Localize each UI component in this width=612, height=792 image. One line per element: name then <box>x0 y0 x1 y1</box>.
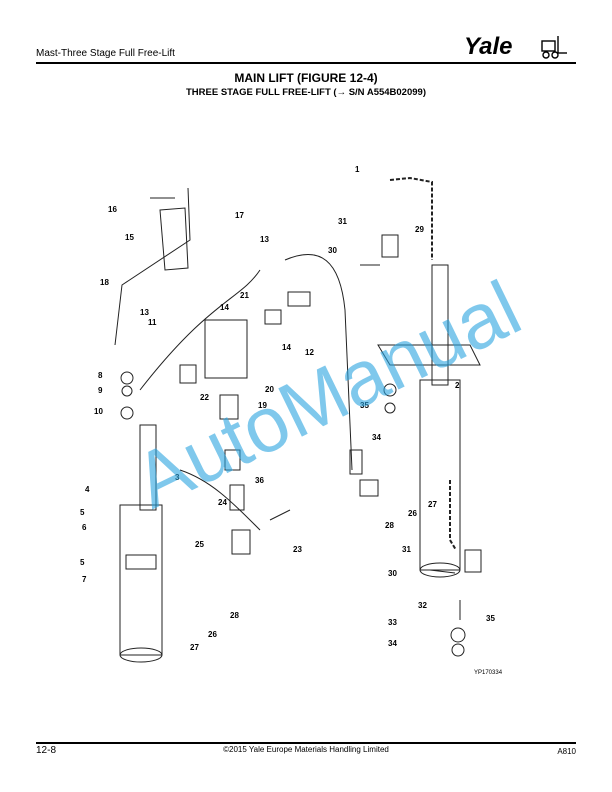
part-callout: 23 <box>293 545 302 554</box>
part-callout: 9 <box>98 386 103 395</box>
part-callout: 20 <box>265 385 274 394</box>
forklift-icon <box>541 36 567 59</box>
hose-lower <box>179 469 261 531</box>
footer-rule <box>36 742 576 744</box>
part-callout: 14 <box>220 303 229 312</box>
part-callout: 2 <box>455 381 460 390</box>
part-callout: 35 <box>360 401 369 410</box>
part-callout: 28 <box>385 521 394 530</box>
hose-return <box>139 269 261 391</box>
callout-labels: 1 2 3 4 5 5 6 7 8 9 10 11 12 13 13 14 14… <box>80 165 495 652</box>
part-callout: 14 <box>282 343 291 352</box>
part-callout: 22 <box>200 393 209 402</box>
part-callout: 3 <box>175 473 180 482</box>
left-cylinder-rod <box>139 424 157 511</box>
page-subtitle: THREE STAGE FULL FREE-LIFT (→ S/N A554B0… <box>185 87 426 98</box>
hose-23 <box>269 509 291 521</box>
chain-upper <box>389 176 433 260</box>
part-callout: 31 <box>338 217 347 226</box>
part-callout: 27 <box>428 500 437 509</box>
part-callout: 31 <box>402 545 411 554</box>
tube-18 <box>114 187 191 346</box>
part-callout: 6 <box>82 523 87 532</box>
part-callout: 12 <box>305 348 314 357</box>
part-callout: 4 <box>85 485 90 494</box>
part-callout: 19 <box>258 401 267 410</box>
part-callout: 26 <box>208 630 217 639</box>
part-callout: 13 <box>140 308 149 317</box>
part-callout: 35 <box>486 614 495 623</box>
page-title: MAIN LIFT (FIGURE 12-4) <box>234 71 378 85</box>
brand-name: Yale <box>464 33 512 60</box>
part-callout: 1 <box>355 165 360 174</box>
part-callout: 34 <box>388 639 397 648</box>
part-callout: 5 <box>80 558 85 567</box>
part-callout: 16 <box>108 205 117 214</box>
part-callout: 11 <box>148 318 157 327</box>
hose-long <box>284 254 353 471</box>
exploded-parts-diagram: 1 2 3 4 5 5 6 7 8 9 10 11 12 13 13 14 14… <box>80 165 495 663</box>
header-rule <box>36 62 576 64</box>
part-callout: 25 <box>195 540 204 549</box>
document-code: A810 <box>557 747 576 756</box>
part-callout: 17 <box>235 211 244 220</box>
part-callout: 24 <box>218 498 227 507</box>
part-callout: 10 <box>94 407 103 416</box>
part-callout: 33 <box>388 618 397 627</box>
right-crosshead <box>377 344 481 366</box>
bracket-15 <box>159 207 189 271</box>
part-callout: 7 <box>82 575 87 584</box>
part-callout: 8 <box>98 371 103 380</box>
right-cylinder-rod <box>431 264 449 386</box>
yale-logo: Yale <box>464 33 567 60</box>
part-callout: 26 <box>408 509 417 518</box>
part-callout: 36 <box>255 476 264 485</box>
valve-block-20 <box>204 319 248 379</box>
figure-code: YP170334 <box>474 670 503 676</box>
part-callout: 27 <box>190 643 199 652</box>
section-title: Mast-Three Stage Full Free-Lift <box>36 48 175 59</box>
part-callout: 5 <box>80 508 85 517</box>
part-callout: 15 <box>125 233 134 242</box>
right-cylinder-body <box>419 379 461 571</box>
part-callout: 32 <box>418 601 427 610</box>
part-callout: 13 <box>260 235 269 244</box>
part-callout: 18 <box>100 278 109 287</box>
part-callout: 34 <box>372 433 381 442</box>
chain-lower <box>449 480 457 551</box>
page-number: 12-8 <box>36 745 57 756</box>
part-callout: 30 <box>388 569 397 578</box>
copyright: ©2015 Yale Europe Materials Handling Lim… <box>223 745 389 754</box>
part-callout: 28 <box>230 611 239 620</box>
left-cylinder-body <box>119 504 163 656</box>
part-callout: 29 <box>415 225 424 234</box>
part-callout: 21 <box>240 291 249 300</box>
part-callout: 30 <box>328 246 337 255</box>
